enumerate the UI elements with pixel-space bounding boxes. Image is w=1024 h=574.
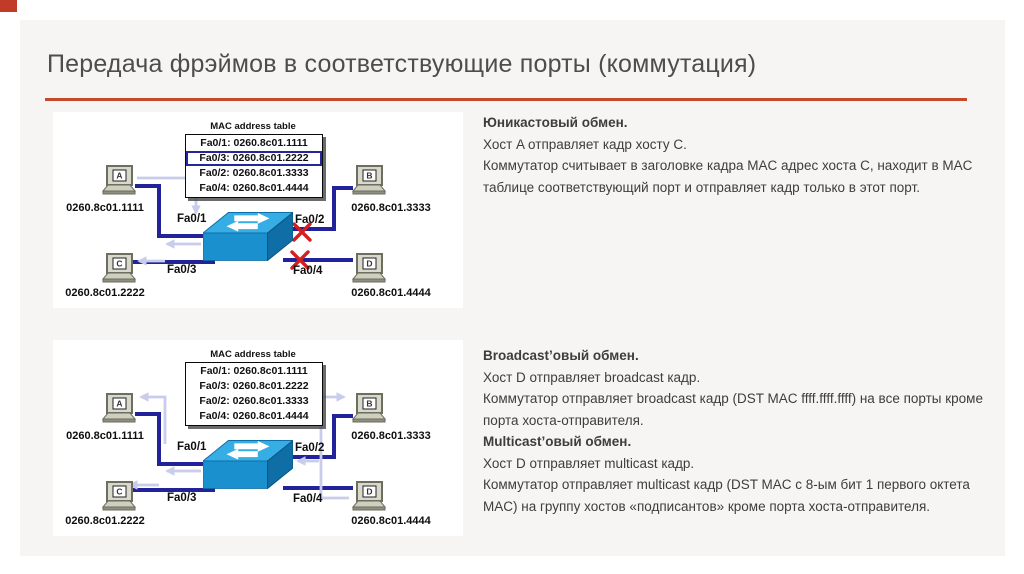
mac-address-table: Fa0/1: 0260.8c01.1111 Fa0/3: 0260.8c01.2… [185, 362, 323, 426]
mac-table-title: MAC address table [210, 121, 296, 132]
host-letter: A [116, 399, 122, 409]
mac-table-title: MAC address table [210, 349, 296, 360]
host-d-laptop-icon: D [351, 253, 387, 283]
unicast-diagram-panel: MAC address table Fa0/1: 0260.8c01.1111 … [53, 112, 463, 308]
host-b-laptop-icon: B [351, 165, 387, 195]
broadcast-text-block: Broadcast’овый обмен. Хост D отправляет … [483, 345, 995, 431]
mac-table-row: Fa0/4: 0260.8c01.4444 [199, 410, 309, 422]
navy-links [131, 412, 353, 492]
mac-table-row: Fa0/2: 0260.8c01.3333 [199, 167, 309, 179]
host-b-laptop-icon: B [351, 393, 387, 423]
host-d-mac-label: 0260.8c01.4444 [351, 515, 431, 527]
mac-table-row: Fa0/4: 0260.8c01.4444 [199, 182, 309, 194]
host-d-mac-label: 0260.8c01.4444 [351, 287, 431, 299]
mac-table-row: Fa0/1: 0260.8c01.1111 [200, 137, 308, 149]
broadcast-diagram-panel: MAC address table Fa0/1: 0260.8c01.1111 … [53, 340, 463, 536]
host-letter: D [366, 259, 372, 269]
multicast-heading: Multicast’овый обмен. [483, 434, 632, 449]
host-a-mac-label: 0260.8c01.1111 [66, 202, 144, 214]
unicast-text-block: Юникастовый обмен. Хост A отправляет кад… [483, 112, 995, 198]
port-label-fa0-1: Fa0/1 [177, 441, 207, 453]
slide-background: Передача фрэймов в соответствующие порты… [20, 20, 1005, 556]
multicast-text-block: Multicast’овый обмен. Хост D отправляет … [483, 431, 995, 517]
host-b-mac-label: 0260.8c01.3333 [351, 430, 431, 442]
page-title: Передача фрэймов в соответствующие порты… [47, 50, 757, 78]
red-x-icon [290, 222, 312, 270]
host-letter: A [116, 171, 122, 181]
port-label-fa0-4: Fa0/4 [293, 265, 323, 277]
host-b-mac-label: 0260.8c01.3333 [351, 202, 431, 214]
port-label-fa0-4: Fa0/4 [293, 493, 323, 505]
broadcast-heading: Broadcast’овый обмен. [483, 348, 639, 363]
mac-table-row-highlighted: Fa0/3: 0260.8c01.2222 [186, 151, 322, 166]
title-underline [45, 98, 967, 101]
port-label-fa0-3: Fa0/3 [167, 264, 197, 276]
port-label-fa0-3: Fa0/3 [167, 492, 197, 504]
switch-icon [203, 211, 293, 261]
port-label-fa0-2: Fa0/2 [295, 442, 325, 454]
host-letter: C [116, 259, 122, 269]
host-letter: B [366, 399, 372, 409]
host-letter: C [116, 487, 122, 497]
host-c-mac-label: 0260.8c01.2222 [65, 287, 145, 299]
switch-arrow-right [234, 212, 270, 224]
host-letter: B [366, 171, 372, 181]
mac-table-row: Fa0/3: 0260.8c01.2222 [199, 380, 309, 392]
host-a-laptop-icon: A [101, 393, 137, 423]
mac-table-row: Fa0/2: 0260.8c01.3333 [199, 395, 309, 407]
unicast-heading: Юникастовый обмен. [483, 115, 628, 130]
switch-icon [203, 439, 293, 489]
switch-arrow-left [226, 220, 258, 232]
multicast-body: Хост D отправляет multicast кадр. Коммут… [483, 455, 970, 514]
switch-arrow-left [226, 448, 258, 460]
switch-arrow-right [234, 440, 270, 452]
host-d-laptop-icon: D [351, 481, 387, 511]
port-label-fa0-1: Fa0/1 [177, 213, 207, 225]
mac-table-row: Fa0/1: 0260.8c01.1111 [200, 365, 308, 377]
host-letter: D [366, 487, 372, 497]
port-label-fa0-2: Fa0/2 [295, 214, 325, 226]
host-c-laptop-icon: C [101, 481, 137, 511]
host-a-laptop-icon: A [101, 165, 137, 195]
broadcast-body: Хост D отправляет broadcast кадр. Коммут… [483, 369, 983, 428]
host-c-mac-label: 0260.8c01.2222 [65, 515, 145, 527]
frame-flow-arrows [128, 392, 349, 500]
host-c-laptop-icon: C [101, 253, 137, 283]
broadcast-connections-layer [128, 392, 353, 500]
mac-address-table: Fa0/1: 0260.8c01.1111 Fa0/3: 0260.8c01.2… [185, 134, 323, 198]
unicast-body: Хост A отправляет кадр хосту C. Коммутат… [483, 136, 973, 195]
host-a-mac-label: 0260.8c01.1111 [66, 430, 144, 442]
corner-accent-square [0, 0, 17, 12]
